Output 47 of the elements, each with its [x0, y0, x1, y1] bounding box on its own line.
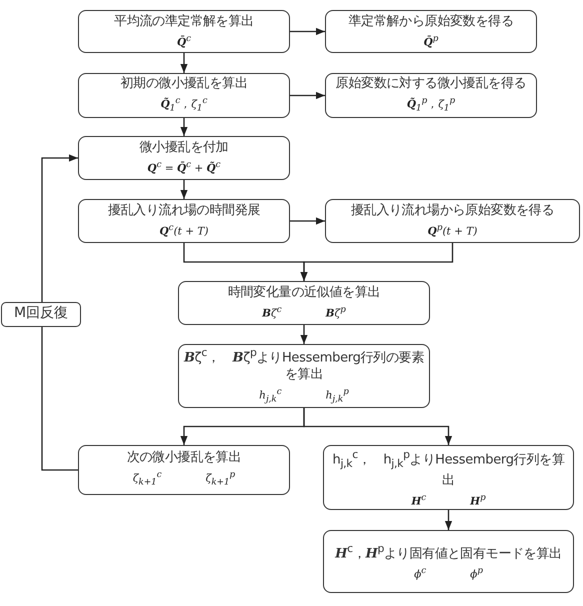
step-title: 次の微小擾乱を算出	[126, 449, 242, 466]
process-box	[325, 199, 580, 243]
arrow	[444, 510, 452, 530]
step-title: 原始変数に対する微小擾乱を得る	[336, 74, 526, 92]
arrow	[180, 53, 188, 73]
step-title: 時間変化量の近似値を算出	[228, 284, 380, 302]
formula: Q̄$^{c}$	[176, 32, 192, 50]
process-box	[178, 344, 430, 408]
arrow	[303, 408, 452, 445]
formula: H$^{p}$	[470, 492, 486, 510]
arrow	[41, 154, 78, 471]
formula: Q$^{c}$(t + T)	[160, 222, 208, 240]
formula: Bζ$^{p}$	[326, 304, 346, 322]
edge-label: M回反復	[1, 302, 81, 327]
formula: H$^{c}$	[411, 492, 426, 510]
formula: ϕ$^{p}$	[470, 565, 483, 583]
step-title: 擾乱入り流れ場から原始変数を得る	[350, 202, 554, 220]
arrow	[290, 217, 325, 225]
arrow	[300, 243, 454, 281]
arrow	[300, 325, 308, 344]
step-title: Bζ$^{c}$， Bζ$^{p}$よりHessemberg行列の要素を算出	[183, 345, 425, 384]
formula: Q̄$^{p}$	[424, 32, 438, 50]
process-box	[178, 281, 430, 325]
formula: ϕ$^{c}$	[414, 565, 426, 583]
process-box	[78, 445, 290, 495]
process-box	[323, 530, 574, 593]
arrow	[290, 92, 325, 100]
process-box	[325, 10, 537, 53]
formula: Q$^{p}$(t + T)	[428, 222, 478, 240]
arrow	[290, 28, 325, 36]
process-box	[325, 73, 537, 118]
step-title: 初期の微小擾乱を算出	[120, 74, 248, 92]
formula: Q$^{c}$ = Q̄$^{c}$ + Q̃$^{c}$	[147, 159, 221, 177]
arrow	[180, 180, 188, 199]
process-box	[78, 73, 290, 118]
step-title: 微小擾乱を付加	[140, 139, 228, 156]
step-title: 平均流の準定常解を算出	[114, 12, 254, 30]
formula: Bζ$^{c}$	[262, 304, 282, 322]
step-title: H$^{c}$，H$^{p}$より固有値と固有モードを算出	[335, 541, 562, 562]
process-box	[78, 136, 290, 180]
process-box	[78, 199, 290, 243]
step-title: 準定常解から原始変数を得る	[348, 12, 514, 30]
process-box	[78, 10, 290, 53]
arrow	[180, 118, 188, 136]
step-title: h$_{j,k}$$^{c}$， h$_{j,k}$$^{p}$よりHessemberg行列を算出	[332, 446, 566, 489]
process-box	[323, 445, 574, 510]
step-title: 擾乱入り流れ場の時間発展	[108, 202, 260, 220]
